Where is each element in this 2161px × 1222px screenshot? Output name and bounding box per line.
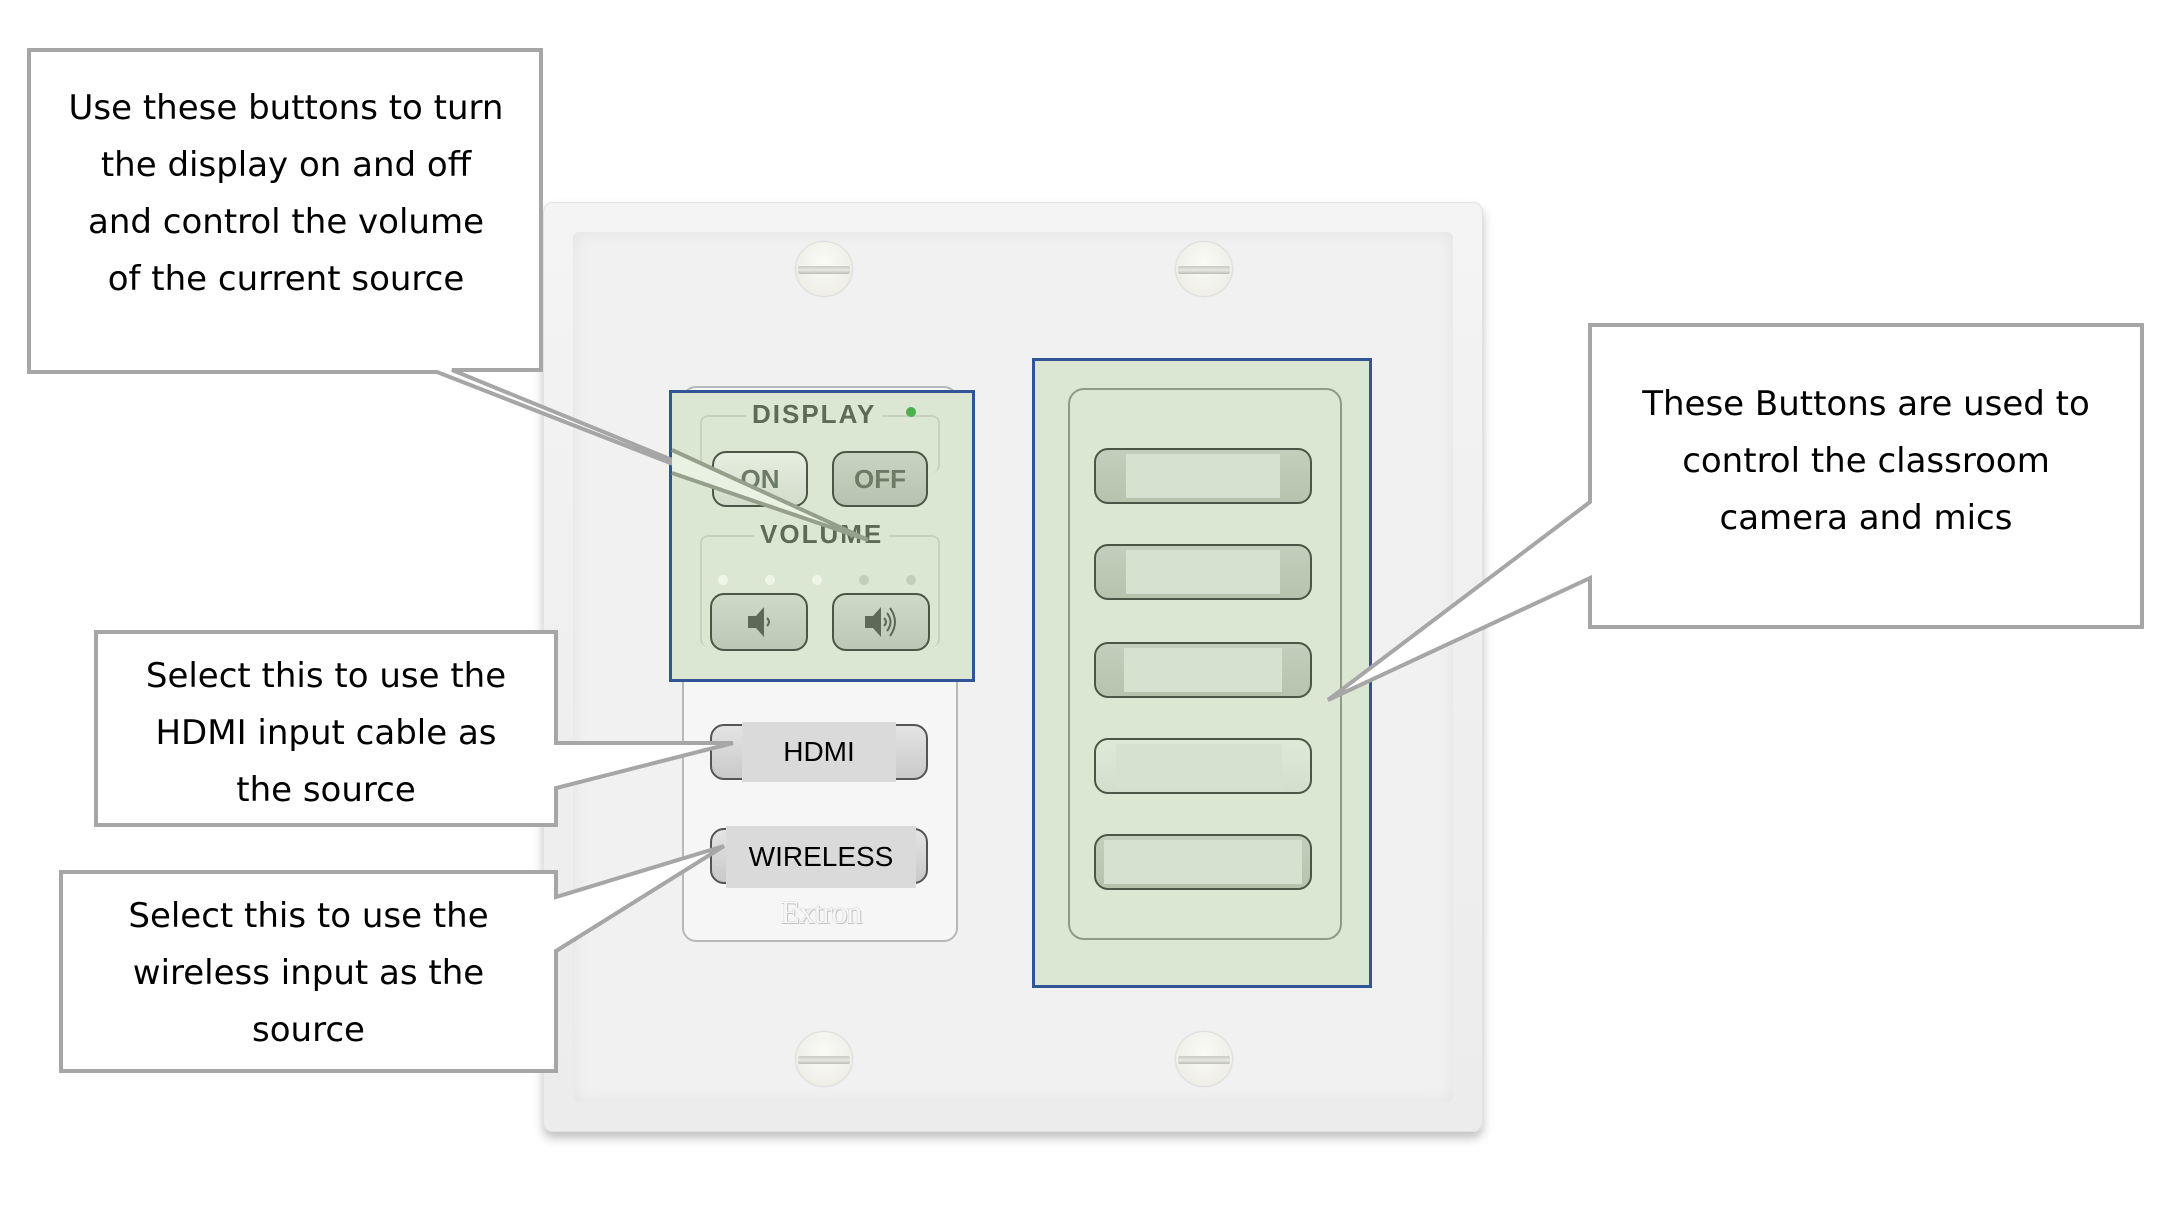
callout-line: the source — [236, 770, 416, 810]
volume-dot-dim — [859, 575, 869, 585]
extron-logo: Extron — [780, 894, 862, 930]
display-off-button[interactable]: OFF — [832, 451, 928, 507]
speaker-high-icon — [865, 607, 896, 637]
callout-camera-mics: These Buttons are used to control the cl… — [1590, 376, 2142, 547]
callout-line: Select this to use the — [145, 656, 507, 696]
screw-icon — [796, 1032, 852, 1086]
screw-icon — [1176, 1032, 1232, 1086]
volume-up-button[interactable] — [832, 593, 930, 651]
callout-line: HDMI input cable as — [155, 713, 497, 753]
hdmi-button[interactable]: HDMI — [710, 722, 928, 782]
wireless-button-label: WIRELESS — [726, 826, 916, 888]
callout-line: Select this to use the — [128, 896, 489, 936]
power-led-icon — [906, 407, 916, 417]
camera-mic-button-2[interactable] — [1094, 544, 1312, 600]
callout-wireless: Select this to use the wireless input as… — [61, 888, 556, 1059]
volume-group-title: VOLUME — [754, 519, 890, 550]
callout-line: control the classroom — [1682, 441, 2050, 481]
callout-line: and control the volume — [88, 202, 484, 242]
callout-hdmi-shape — [94, 630, 734, 827]
volume-dot-dim — [906, 575, 916, 585]
camera-mic-button-1[interactable] — [1094, 448, 1312, 504]
callout-camera-mics-shape — [1326, 323, 2144, 702]
display-off-label: OFF — [854, 463, 906, 494]
volume-dot-lit — [812, 575, 822, 585]
camera-mic-button-4[interactable] — [1094, 738, 1312, 794]
callout-line: camera and mics — [1719, 498, 2013, 538]
callout-display-volume-shape — [27, 48, 869, 542]
volume-dot-lit — [765, 575, 775, 585]
callout-display-volume: Use these buttons to turn the display on… — [29, 80, 543, 308]
screw-icon — [1176, 242, 1232, 296]
speaker-low-icon — [748, 607, 770, 637]
camera-mic-button-3[interactable] — [1094, 642, 1312, 698]
hdmi-button-label: HDMI — [742, 722, 896, 782]
callout-line: These Buttons are used to — [1642, 384, 2090, 424]
camera-mic-highlight — [1032, 358, 1372, 988]
wireless-button[interactable]: WIRELESS — [710, 826, 928, 888]
camera-mic-keypad-frame — [1068, 388, 1342, 940]
callout-wireless-shape — [59, 844, 726, 1073]
callout-hdmi: Select this to use the HDMI input cable … — [96, 648, 556, 819]
callout-line: Use these buttons to turn — [68, 88, 504, 128]
callout-line: wireless input as the — [132, 953, 485, 993]
screw-icon — [796, 242, 852, 296]
callout-line: source — [252, 1010, 365, 1050]
volume-dot-lit — [718, 575, 728, 585]
display-volume-highlight: DISPLAY ON OFF VOLUME — [669, 390, 975, 682]
volume-down-button[interactable] — [710, 593, 808, 651]
camera-mic-button-5[interactable] — [1094, 834, 1312, 890]
callout-line: of the current source — [107, 259, 465, 299]
display-group-title: DISPLAY — [746, 399, 883, 430]
callout-line: the display on and off — [100, 145, 472, 185]
